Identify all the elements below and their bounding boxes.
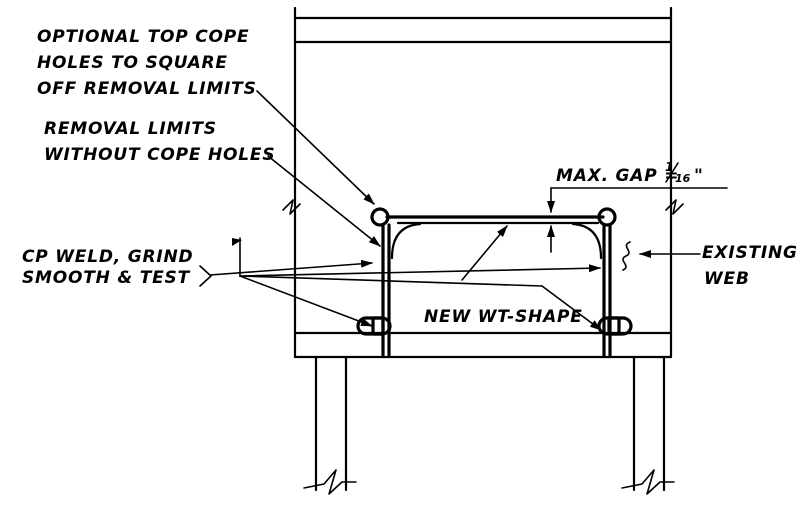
max-gap-fraction-bar [665, 162, 679, 183]
max-gap-denominator: 16 [675, 172, 691, 185]
removal-limits-label-line-1: REMOVAL LIMITS [44, 119, 217, 139]
optional-cope-label-line-3: OFF REMOVAL LIMITS [37, 79, 257, 99]
optional-cope-label-line-2: HOLES TO SQUARE [37, 53, 228, 73]
break-symbols [282, 199, 684, 215]
existing-beam-outline [293, 6, 673, 359]
existing-web-label-line-1: EXISTING [702, 243, 798, 263]
leader-lines [209, 90, 701, 331]
existing-web-mark [622, 241, 631, 271]
max-gap-dimension [547, 187, 728, 253]
max-gap-unit: " [694, 166, 704, 186]
removal-limits-label-line-2: WITHOUT COPE HOLES [44, 145, 275, 165]
support-columns [303, 355, 675, 495]
cp-weld-label-line-2: SMOOTH & TEST [22, 268, 191, 288]
cp-weld-label-line-1: CP WELD, GRIND [22, 247, 193, 267]
existing-bottom-flange [293, 331, 673, 359]
max-gap-numerator: 1 [665, 160, 673, 174]
new-wt-shape-label: NEW WT-SHAPE [424, 307, 583, 327]
existing-web-label-line-2: WEB [704, 269, 750, 289]
optional-cope-label-line-1: OPTIONAL TOP COPE [37, 27, 249, 47]
top-cope-holes [370, 207, 617, 227]
weld-symbol [199, 237, 242, 287]
max-gap-label: MAX. GAP = [556, 166, 679, 186]
